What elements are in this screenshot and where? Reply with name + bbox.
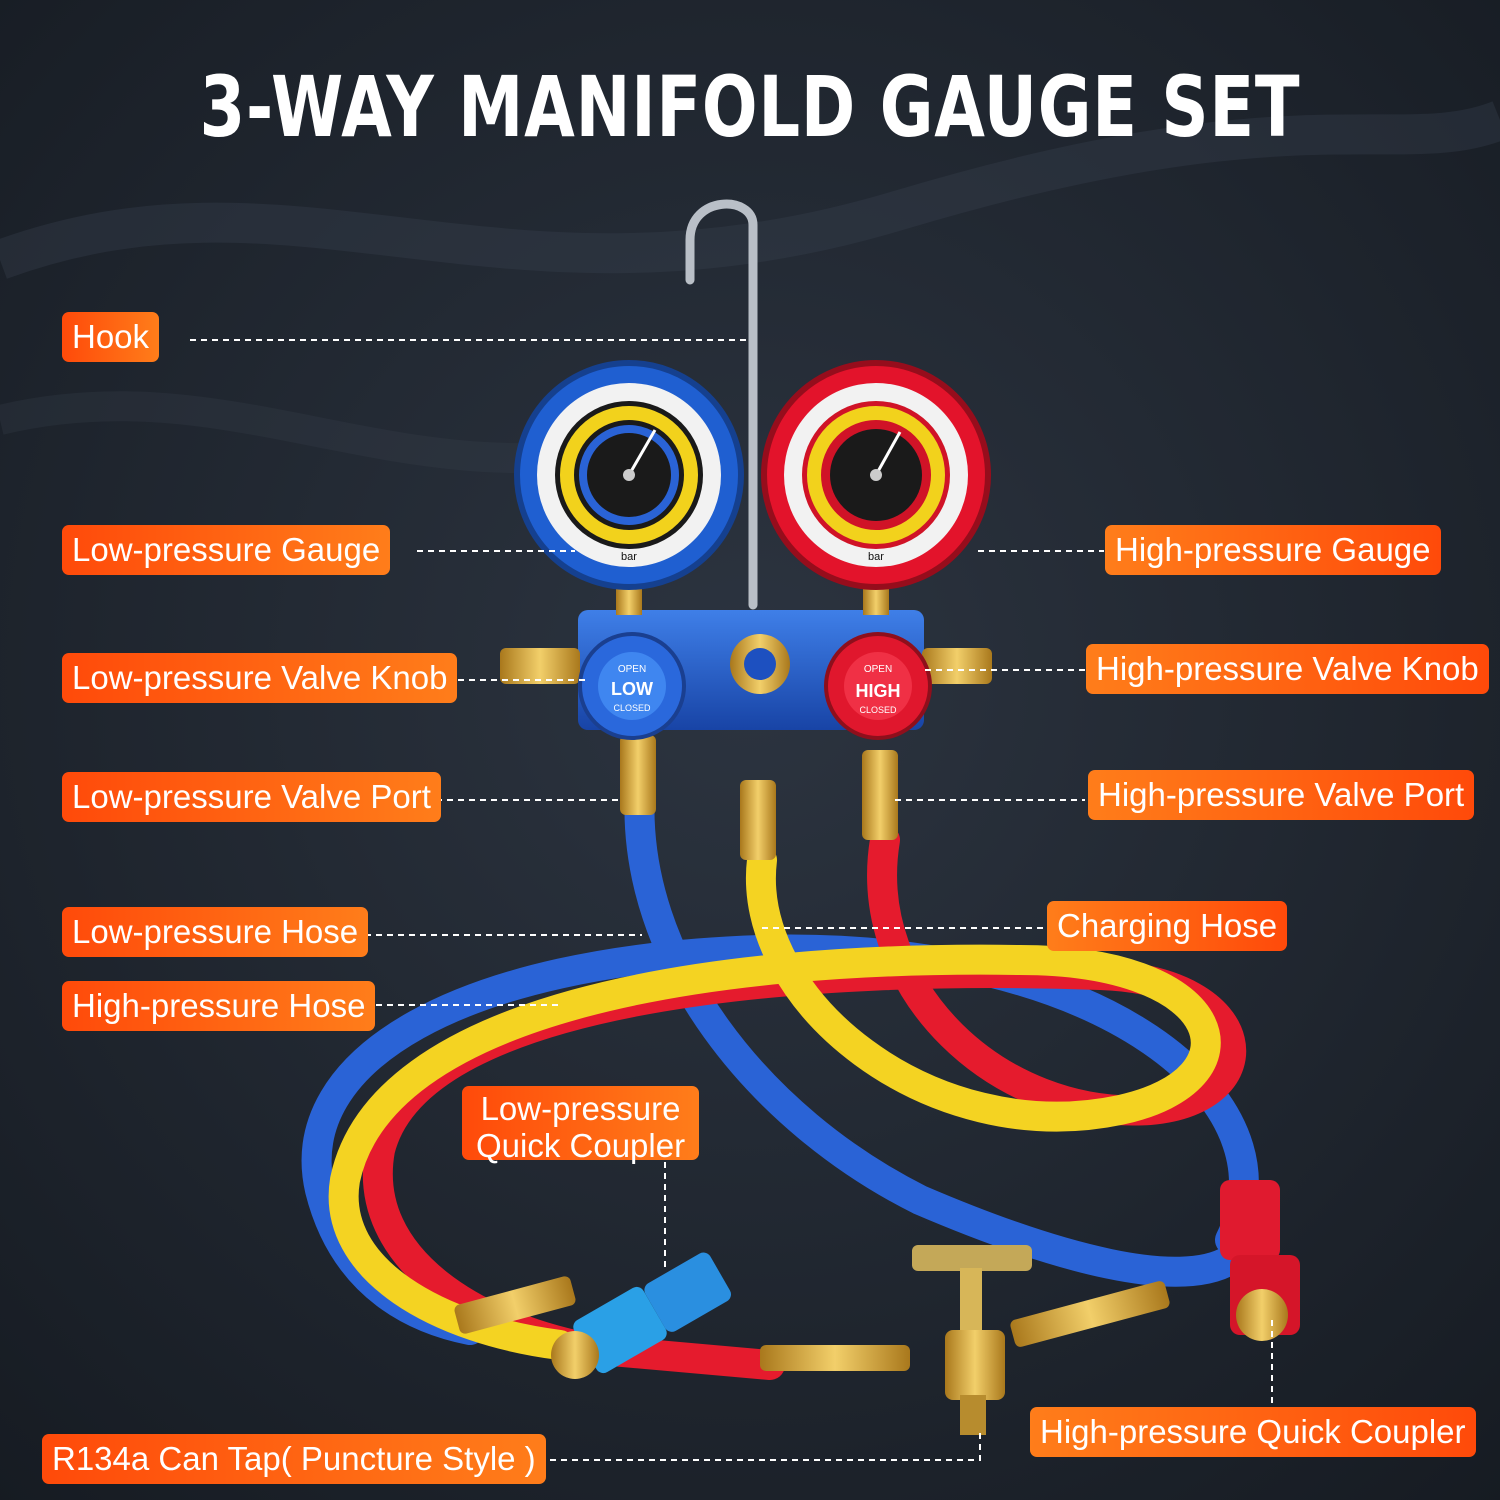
label-high-pressure-valve-knob: High-pressure Valve Knob [1086, 644, 1489, 694]
low-pressure-gauge: bar [514, 360, 744, 615]
high-knob-bottom: CLOSED [859, 705, 897, 715]
low-gauge-unit: bar [621, 551, 637, 563]
page-title: 3-WAY MANIFOLD GAUGE SET [199, 58, 1301, 156]
label-low-pressure-quick-coupler-line1: Low-pressure [480, 1090, 681, 1127]
high-pressure-quick-coupler [1220, 1180, 1300, 1341]
label-charging-hose: Charging Hose [1047, 901, 1288, 951]
label-high-pressure-quick-coupler: High-pressure Quick Coupler [1030, 1407, 1476, 1457]
label-low-pressure-quick-coupler: Low-pressure Quick Coupler [462, 1086, 700, 1164]
label-high-pressure-hose: High-pressure Hose [62, 981, 376, 1031]
label-low-pressure-gauge: Low-pressure Gauge [62, 525, 391, 575]
low-knob-top: OPEN [618, 664, 646, 675]
label-low-pressure-valve-knob: Low-pressure Valve Knob [62, 653, 458, 703]
low-pressure-quick-coupler [551, 1252, 731, 1379]
high-gauge-unit: bar [868, 551, 884, 563]
high-pressure-gauge: bar [761, 360, 991, 615]
low-knob-bottom: CLOSED [613, 703, 651, 713]
label-high-pressure-valve-port: High-pressure Valve Port [1088, 770, 1475, 820]
can-tap [912, 1245, 1032, 1435]
high-knob-top: OPEN [864, 664, 892, 675]
hook [685, 199, 758, 610]
label-high-pressure-gauge: High-pressure Gauge [1105, 525, 1441, 575]
charging-hose [328, 845, 1221, 1360]
label-low-pressure-quick-coupler-line2: Quick Coupler [476, 1127, 686, 1164]
label-low-pressure-hose: Low-pressure Hose [62, 907, 369, 957]
label-low-pressure-valve-port: Low-pressure Valve Port [62, 772, 441, 822]
low-knob-label: LOW [611, 679, 653, 699]
label-hook: Hook [62, 312, 160, 362]
high-knob-label: HIGH [856, 681, 901, 701]
label-can-tap: R134a Can Tap( Puncture Style ) [42, 1434, 546, 1484]
